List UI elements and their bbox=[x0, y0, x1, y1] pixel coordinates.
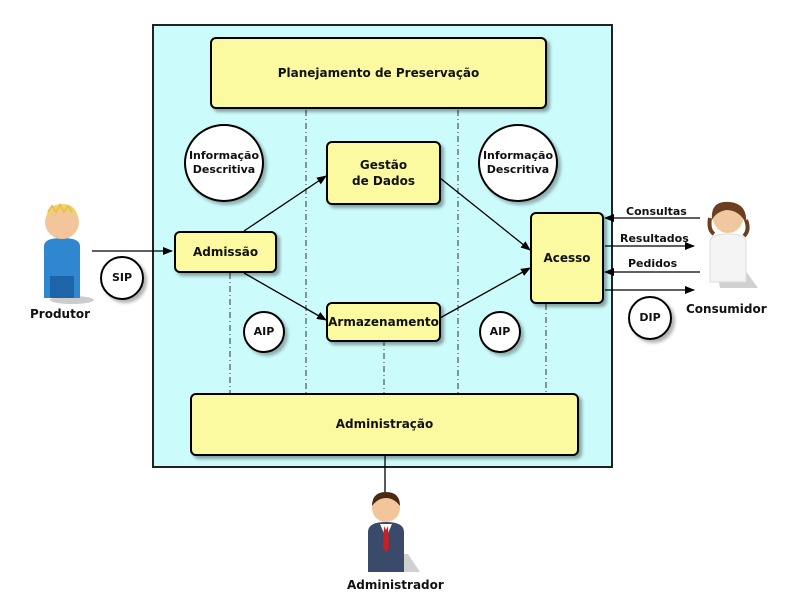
armazenamento-box: Armazenamento bbox=[326, 302, 441, 342]
admissao-label: Admissão bbox=[192, 244, 259, 259]
admissao-box: Admissão bbox=[174, 231, 277, 273]
info-descritiva-left-circle: Informação Descritiva bbox=[184, 124, 264, 202]
aip-right-label: AIP bbox=[489, 324, 511, 338]
aip-right-circle: AIP bbox=[479, 311, 521, 353]
aip-left-label: AIP bbox=[253, 324, 275, 338]
info-right-line1: Informação bbox=[482, 148, 554, 162]
acesso-label: Acesso bbox=[543, 250, 591, 265]
info-right-line2: Descritiva bbox=[486, 163, 550, 176]
armazenamento-label: Armazenamento bbox=[328, 314, 439, 329]
planejamento-box: Planejamento de Preservação bbox=[210, 37, 547, 109]
gestao-dados-box: Gestão de Dados bbox=[326, 141, 441, 205]
gestao-label-line1: Gestão bbox=[359, 157, 408, 172]
gestao-label-line2: de Dados bbox=[352, 174, 415, 188]
dip-circle: DIP bbox=[628, 296, 672, 340]
info-left-line2: Descritiva bbox=[192, 163, 256, 176]
administracao-label: Administração bbox=[335, 417, 434, 432]
sip-circle: SIP bbox=[100, 256, 144, 300]
info-descritiva-right-circle: Informação Descritiva bbox=[478, 124, 558, 202]
produtor-icon bbox=[44, 202, 94, 304]
administracao-box: Administração bbox=[190, 393, 579, 456]
resultados-label: Resultados bbox=[620, 232, 689, 245]
produtor-label: Produtor bbox=[30, 307, 90, 321]
administrador-icon bbox=[368, 492, 420, 572]
administrador-label: Administrador bbox=[347, 578, 444, 592]
pedidos-label: Pedidos bbox=[628, 257, 678, 270]
consumidor-label: Consumidor bbox=[686, 302, 767, 316]
info-left-line1: Informação bbox=[188, 148, 260, 162]
acesso-box: Acesso bbox=[530, 212, 604, 304]
aip-left-circle: AIP bbox=[243, 311, 285, 353]
sip-label: SIP bbox=[111, 270, 133, 284]
consultas-label: Consultas bbox=[626, 205, 687, 218]
consumidor-icon bbox=[707, 201, 758, 288]
dip-label: DIP bbox=[639, 310, 661, 324]
planejamento-label: Planejamento de Preservação bbox=[277, 65, 480, 80]
